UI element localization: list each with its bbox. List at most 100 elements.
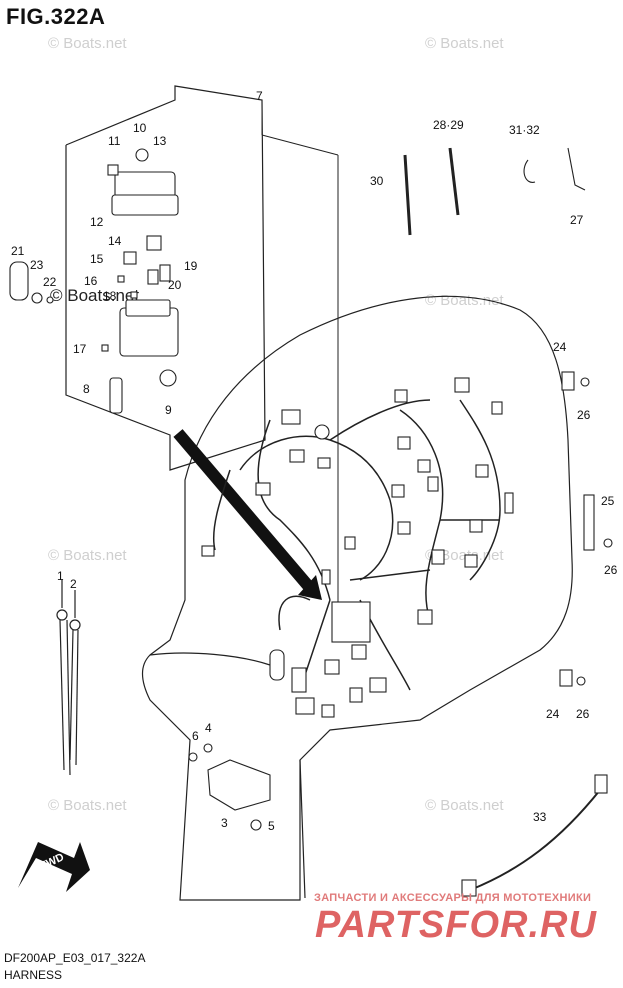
callout-2: 2	[70, 577, 77, 591]
connector-b	[314, 424, 330, 440]
washer-22	[46, 296, 54, 304]
fuse-holder-top	[125, 299, 171, 317]
fwd-arrow-badge: FWD	[18, 842, 90, 892]
fuse-box-gasket	[111, 194, 179, 216]
watermark-1: © Boats.net	[48, 35, 127, 52]
connector-a	[281, 409, 301, 425]
callout-16: 16	[84, 274, 98, 288]
cable-tie-28	[448, 147, 460, 216]
harness-connectors	[201, 377, 514, 718]
pointer-arrow	[173, 429, 322, 600]
callout-12: 12	[90, 215, 104, 229]
connector-e	[255, 482, 271, 496]
connector-aa	[351, 644, 367, 660]
callout-20: 20	[168, 278, 182, 292]
callout-3: 3	[221, 816, 228, 830]
watermark-6: © Boats.net	[48, 797, 127, 814]
connector-y	[295, 697, 315, 715]
connector-q	[431, 549, 445, 565]
callout-6: 6	[192, 729, 199, 743]
connector-ad	[321, 704, 335, 718]
figure-title: FIG.322A	[6, 4, 106, 29]
callout-21: 21	[11, 244, 25, 258]
figure-model-code: DF200AP_E03_017_322A	[4, 951, 146, 965]
callout-18: 18	[103, 289, 117, 303]
connector-8	[109, 377, 123, 414]
connector-n	[469, 519, 483, 533]
terminal-17	[101, 344, 109, 352]
connector-g	[454, 377, 470, 393]
nut-23	[31, 292, 43, 304]
callout-5: 5	[268, 819, 275, 833]
connector-33a	[594, 774, 608, 794]
bolt-26a	[580, 377, 590, 387]
callout-24-upper: 24	[553, 340, 567, 354]
inset-frame	[65, 85, 266, 471]
connector-h	[491, 401, 503, 415]
connector-k	[427, 476, 439, 492]
connector-j	[417, 459, 431, 473]
watermark-7: © Boats.net	[425, 797, 504, 814]
connector-v	[417, 609, 433, 625]
callout-11: 11	[108, 134, 121, 148]
shop-tagline-watermark: ЗАПЧАСТИ И АКСЕССУАРЫ ДЛЯ МОТОТЕХНИКИ	[314, 892, 592, 904]
callout-1: 1	[57, 569, 64, 583]
bolt-26b	[603, 538, 613, 548]
connector-d	[317, 457, 331, 469]
connector-t	[321, 569, 331, 585]
wire-harness	[212, 399, 501, 691]
connector-l	[391, 484, 405, 498]
clip-part	[107, 164, 119, 176]
connector-r	[464, 554, 478, 568]
fuse-19a	[147, 269, 159, 285]
engine-cover	[141, 295, 573, 901]
connector-ab	[369, 677, 387, 693]
copyright-watermarks: © Boats.net © Boats.net © Boats.net © Bo…	[48, 35, 504, 814]
ecu-box	[331, 601, 371, 643]
terminal-16	[117, 275, 125, 283]
connector-s	[201, 545, 215, 557]
cap-21	[9, 261, 29, 301]
terminal-18	[130, 291, 138, 299]
callout-10: 10	[133, 121, 147, 135]
watermark-3: © Boats.net	[425, 292, 504, 309]
lower-bracket-group	[188, 743, 271, 831]
callout-28-29: 28·29	[433, 118, 464, 132]
connector-c	[289, 449, 305, 463]
connector-z	[324, 659, 340, 675]
relay-15	[123, 251, 137, 265]
clip-31	[523, 159, 536, 183]
cable-tie-30	[403, 154, 412, 236]
callout-26-lower: 26	[576, 707, 590, 721]
callout-33: 33	[533, 810, 547, 824]
callout-27: 27	[570, 213, 584, 227]
sensor-w	[269, 649, 285, 681]
callout-26-middle: 26	[604, 563, 618, 577]
fuse-19b	[159, 264, 171, 282]
callout-7: 7	[256, 89, 263, 103]
grommet-part	[135, 148, 149, 162]
connector-33b	[461, 879, 477, 897]
callout-labels: 7 10 11 13 12 14 15 19 16 20 18 17 8 9 2…	[11, 89, 618, 833]
grommet-9	[159, 369, 177, 387]
callout-8: 8	[83, 382, 90, 396]
bracket-24b	[559, 669, 573, 687]
watermark-inset: © Boats.net	[50, 286, 139, 305]
callout-19: 19	[184, 259, 198, 273]
bolt-26c	[576, 676, 586, 686]
relay-14	[146, 235, 162, 251]
callout-4: 4	[205, 721, 212, 735]
connector-f	[394, 389, 408, 403]
connector-p	[397, 521, 411, 535]
leader-lines	[261, 105, 339, 612]
clamp-27	[567, 147, 586, 191]
callout-14: 14	[108, 234, 122, 248]
callout-26-upper: 26	[577, 408, 591, 422]
connector-ac	[349, 687, 363, 703]
callout-25: 25	[601, 494, 615, 508]
figure-section-name: HARNESS	[4, 968, 63, 982]
connector-i	[397, 436, 411, 450]
watermark-4: © Boats.net	[48, 547, 127, 564]
bracket-25	[583, 494, 595, 551]
